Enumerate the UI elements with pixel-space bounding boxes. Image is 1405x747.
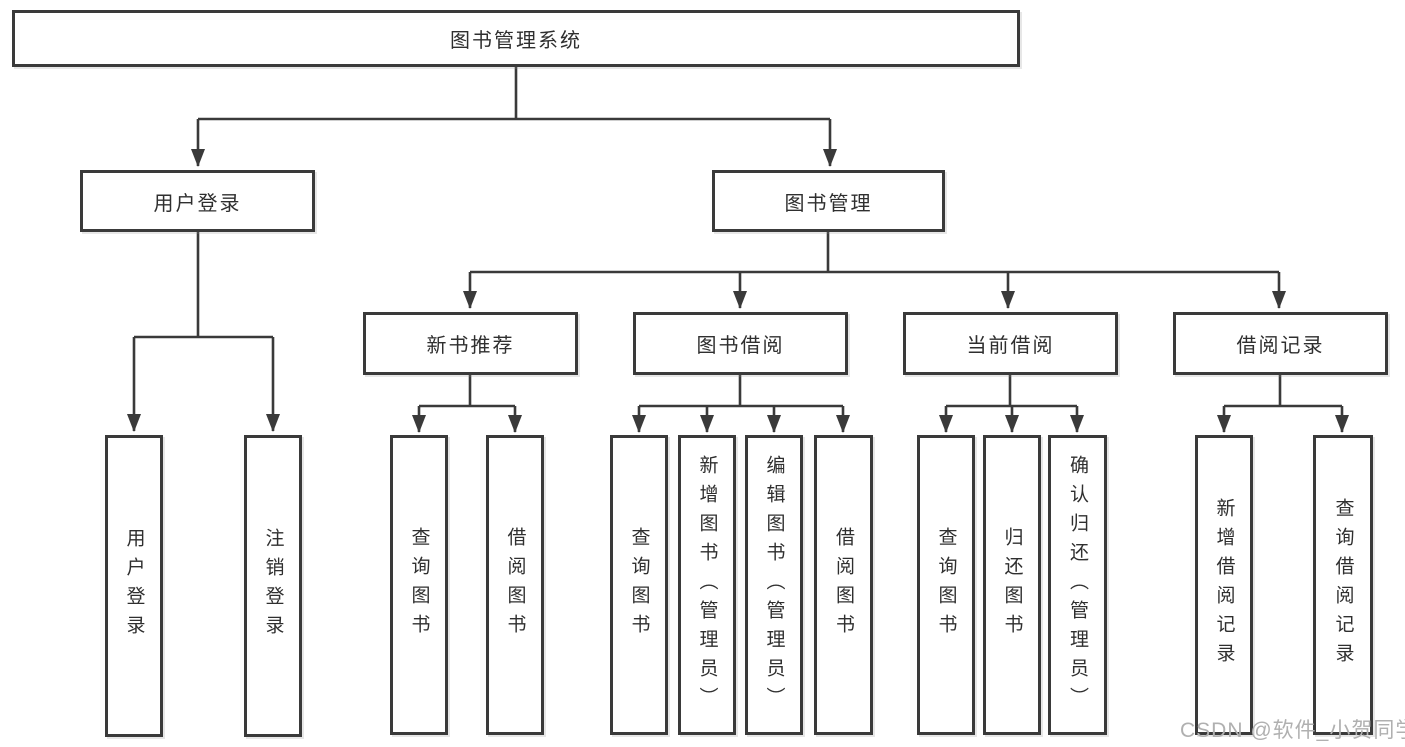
leaf-recommend-borrow-books: 借阅图书: [486, 435, 544, 735]
node-borrow-record-label: 借阅记录: [1236, 335, 1325, 357]
leaf-return-books-label: 归还图书: [1001, 527, 1023, 643]
node-user-login-label: 用户登录: [153, 192, 242, 215]
leaf-logout: 注销登录: [244, 435, 302, 737]
leaf-borrow-books: 借阅图书: [814, 435, 873, 735]
node-current-borrow: 当前借阅: [903, 312, 1118, 375]
leaf-add-books-admin: 新增图书（管理员）: [678, 435, 736, 735]
leaf-return-books: 归还图书: [983, 435, 1041, 735]
leaf-borrow-books-label: 借阅图书: [833, 527, 854, 643]
node-book-borrow: 图书借阅: [633, 312, 848, 375]
leaf-current-query-books: 查询图书: [917, 435, 975, 735]
leaf-user-login: 用户登录: [105, 435, 163, 737]
leaf-logout-label: 注销登录: [262, 528, 284, 644]
node-book-management: 图书管理: [712, 170, 945, 232]
leaf-add-books-admin-label: 新增图书（管理员）: [696, 454, 718, 716]
leaf-confirm-return-admin-label: 确认归还（管理员）: [1067, 454, 1088, 716]
node-current-borrow-label: 当前借阅: [966, 335, 1055, 357]
leaf-add-borrow-record: 新增借阅记录: [1195, 435, 1253, 735]
leaf-recommend-query-books-label: 查询图书: [408, 527, 430, 643]
node-borrow-record: 借阅记录: [1173, 312, 1388, 375]
node-new-book-recommend: 新书推荐: [363, 312, 578, 375]
leaf-query-borrow-record-label: 查询借阅记录: [1332, 498, 1354, 672]
leaf-add-borrow-record-label: 新增借阅记录: [1213, 498, 1235, 672]
leaf-current-query-books-label: 查询图书: [935, 527, 957, 643]
leaf-query-borrow-record: 查询借阅记录: [1313, 435, 1373, 735]
node-book-borrow-label: 图书借阅: [696, 335, 785, 357]
leaf-borrow-query-books: 查询图书: [610, 435, 668, 735]
leaf-edit-books-admin-label: 编辑图书（管理员）: [763, 454, 785, 716]
leaf-recommend-borrow-books-label: 借阅图书: [504, 527, 526, 643]
leaf-user-login-label: 用户登录: [123, 528, 145, 644]
leaf-borrow-query-books-label: 查询图书: [628, 527, 650, 643]
node-new-book-recommend-label: 新书推荐: [426, 335, 515, 357]
leaf-confirm-return-admin: 确认归还（管理员）: [1048, 435, 1107, 735]
node-user-login: 用户登录: [80, 170, 315, 232]
leaf-recommend-query-books: 查询图书: [390, 435, 448, 735]
node-book-management-label: 图书管理: [784, 192, 873, 215]
node-root: 图书管理系统: [12, 10, 1020, 67]
node-root-label: 图书管理系统: [450, 30, 582, 52]
leaf-edit-books-admin: 编辑图书（管理员）: [745, 435, 803, 735]
